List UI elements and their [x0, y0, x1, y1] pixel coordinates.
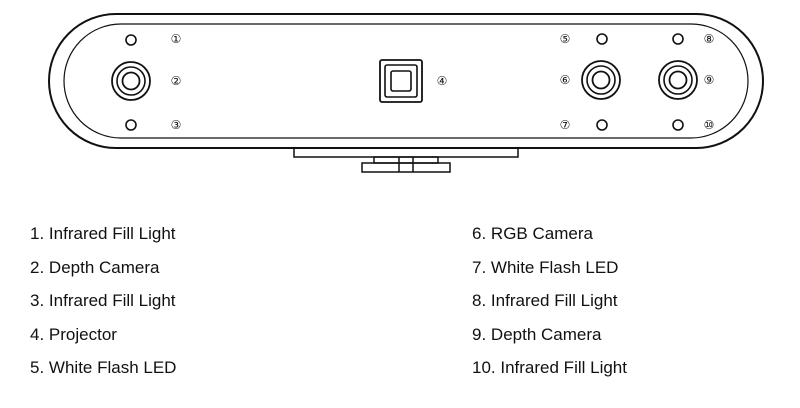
legend-label: Depth Camera: [490, 324, 602, 344]
legend-label: White Flash LED: [490, 257, 619, 277]
legend-item: 6. RGB Camera: [472, 217, 627, 251]
legend-left-column: 1. Infrared Fill Light 2. Depth Camera 3…: [30, 217, 176, 385]
mount-bracket: [293, 147, 519, 173]
callout-10: ⑩: [704, 118, 715, 132]
callout-2: ②: [171, 74, 182, 88]
depth-camera-9: [658, 60, 698, 100]
legend-number: 7.: [472, 257, 487, 277]
legend-label: Projector: [48, 324, 117, 344]
legend-number: 3.: [30, 291, 45, 310]
legend-item: 3. Infrared Fill Light: [30, 284, 176, 318]
white-flash-led-7: [596, 119, 608, 131]
callout-6: ⑥: [560, 73, 571, 87]
callout-9: ⑨: [704, 73, 715, 87]
white-flash-led-5: [596, 33, 608, 45]
legend-item: 1. Infrared Fill Light: [30, 217, 176, 251]
legend-label: Infrared Fill Light: [48, 224, 176, 243]
legend-number: 6.: [472, 224, 487, 243]
legend-number: 9.: [472, 324, 487, 344]
legend-item: 5. White Flash LED: [30, 351, 176, 385]
camera-body-outer: [48, 13, 764, 149]
legend-item: 7. White Flash LED: [472, 251, 627, 285]
callout-3: ③: [171, 118, 182, 132]
callout-1: ①: [171, 32, 182, 46]
depth-camera-2: [111, 61, 151, 101]
legend-item: 2. Depth Camera: [30, 251, 176, 285]
callout-5: ⑤: [560, 32, 571, 46]
legend-number: 5.: [30, 358, 45, 377]
legend-label: Infrared Fill Light: [500, 358, 627, 377]
legend-number: 1.: [30, 224, 45, 243]
camera-diagram: ① ② ③ ④ ⑤ ⑥ ⑦ ⑧ ⑨ ⑩: [48, 13, 764, 173]
infrared-fill-light-1: [125, 34, 137, 46]
mount-foot: [373, 156, 439, 164]
legend-item: 4. Projector: [30, 318, 176, 352]
legend-item: 8. Infrared Fill Light: [472, 284, 627, 318]
legend-number: 8.: [472, 291, 487, 310]
legend-number: 4.: [30, 324, 45, 344]
camera-body-inner: [63, 23, 749, 139]
legend-right-column: 6. RGB Camera 7. White Flash LED 8. Infr…: [472, 217, 627, 385]
legend-item: 10. Infrared Fill Light: [472, 351, 627, 385]
legend-label: RGB Camera: [490, 224, 593, 243]
infrared-fill-light-10: [672, 119, 684, 131]
projector-4: [379, 59, 423, 103]
legend-number: 2.: [30, 257, 45, 277]
infrared-fill-light-8: [672, 33, 684, 45]
callout-4: ④: [437, 74, 448, 88]
camera-body: [48, 13, 764, 149]
legend-label: Infrared Fill Light: [490, 291, 618, 310]
rgb-camera-6: [581, 60, 621, 100]
callout-7: ⑦: [560, 118, 571, 132]
mount-plate: [293, 147, 519, 158]
legend-item: 9. Depth Camera: [472, 318, 627, 352]
infrared-fill-light-3: [125, 119, 137, 131]
legend-label: Infrared Fill Light: [48, 291, 176, 310]
legend-label: Depth Camera: [48, 257, 160, 277]
legend-number: 10.: [472, 358, 496, 377]
legend-label: White Flash LED: [48, 358, 177, 377]
callout-8: ⑧: [704, 32, 715, 46]
mount-base: [361, 162, 451, 173]
